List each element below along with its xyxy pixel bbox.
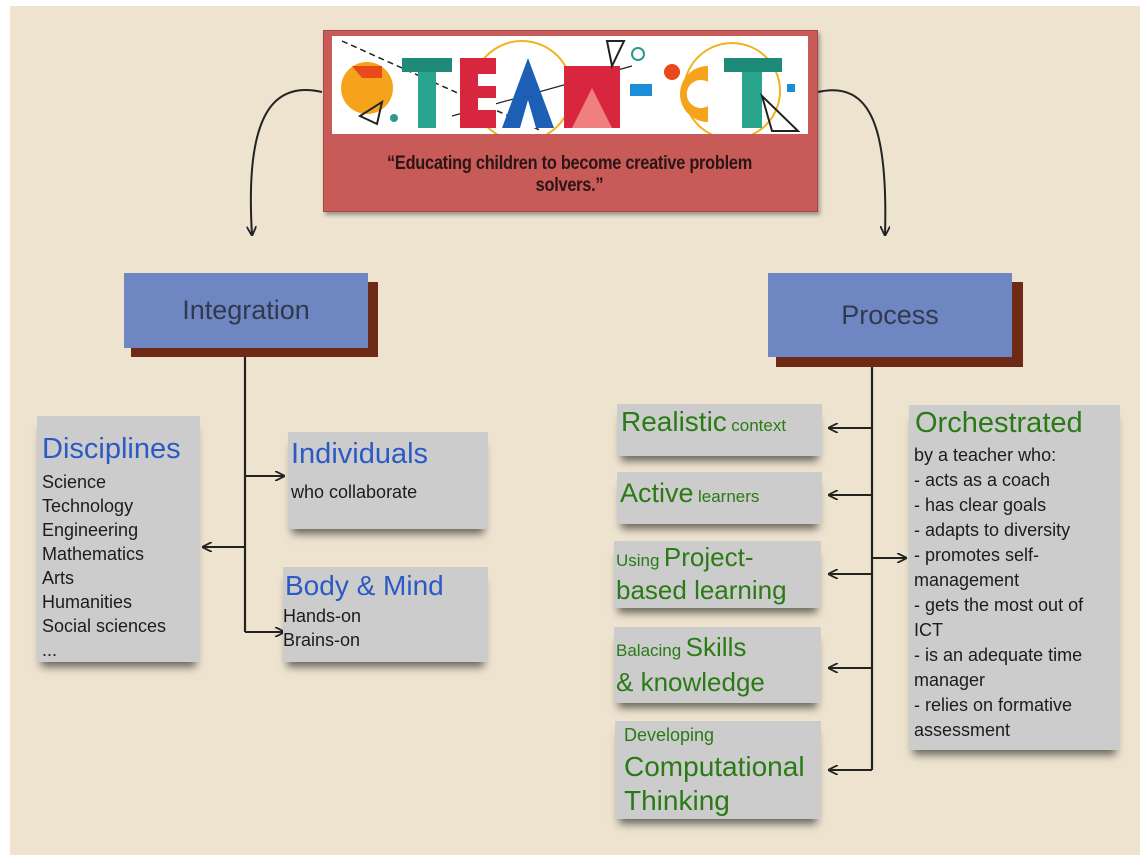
body-mind-item: Brains-on [283,630,361,650]
integration-box: Integration [124,273,368,348]
tagline: “Educating children to become creative p… [387,153,752,196]
orchestrated-line: management [914,570,1020,590]
orchestrated-list: by a teacher who: - acts as a coach - ha… [914,443,1083,743]
computational-thinking-card: Developing Computational Thinking [615,721,821,819]
skills-prefix: Balacing [616,641,682,660]
body-mind-item: Hands-on [283,606,362,626]
discipline-item: Engineering [42,520,139,540]
project-title-line1: Project- [663,542,754,572]
orchestrated-line: - gets the most out of [914,595,1084,615]
active-learners-card: Active learners [617,472,822,524]
individuals-card: Individuals who collaborate [288,432,488,529]
disciplines-list: Science Technology Engineering Mathemati… [42,470,166,662]
ct-title-line2: Thinking [624,785,730,816]
disciplines-card: Disciplines Science Technology Engineeri… [37,416,200,662]
discipline-item: Technology [42,496,134,516]
skills-knowledge-card: Balacing Skills & knowledge [614,627,821,703]
individuals-subtitle: who collaborate [291,482,418,502]
project-prefix: Using [616,551,660,570]
process-box: Process [768,273,1012,357]
discipline-item: Mathematics [42,544,145,564]
orchestrated-card: Orchestrated by a teacher who: - acts as… [909,405,1120,750]
orchestrated-line: - promotes self- [914,545,1040,565]
orchestrated-line: - has clear goals [914,495,1047,515]
orchestrated-line: - is an adequate time [914,645,1083,665]
ct-title-line1: Computational [624,751,805,782]
realistic-subtitle: context [731,416,787,435]
discipline-item: Humanities [42,592,133,612]
individuals-title: Individuals [291,438,429,470]
steam-ct-logo [332,36,808,134]
skills-title-line2: & knowledge [616,667,765,697]
project-title-line2: based learning [616,575,787,605]
orchestrated-line: manager [914,670,986,690]
skills-title-line1: Skills [685,632,747,662]
orchestrated-title: Orchestrated [915,407,1083,439]
realistic-context-card: Realistic context [617,404,822,456]
disciplines-title: Disciplines [42,433,181,465]
discipline-item: Social sciences [42,616,167,636]
ct-prefix: Developing [624,725,715,745]
body-mind-title: Body & Mind [285,570,444,601]
orchestrated-line: by a teacher who: [914,445,1057,465]
orchestrated-line: - adapts to diversity [914,520,1071,540]
discipline-item: Arts [42,568,75,588]
body-mind-card: Body & Mind Hands-on Brains-on [283,567,488,662]
active-subtitle: learners [697,487,760,506]
orchestrated-line: - relies on formative [914,695,1073,715]
orchestrated-line: ICT [914,620,943,640]
realistic-title: Realistic [621,406,727,437]
project-based-card: Using Project- based learning [614,541,821,608]
active-title: Active [620,478,694,508]
discipline-item: ... [42,640,58,660]
orchestrated-line: assessment [914,720,1011,740]
discipline-item: Science [42,472,107,492]
orchestrated-line: - acts as a coach [914,470,1051,490]
